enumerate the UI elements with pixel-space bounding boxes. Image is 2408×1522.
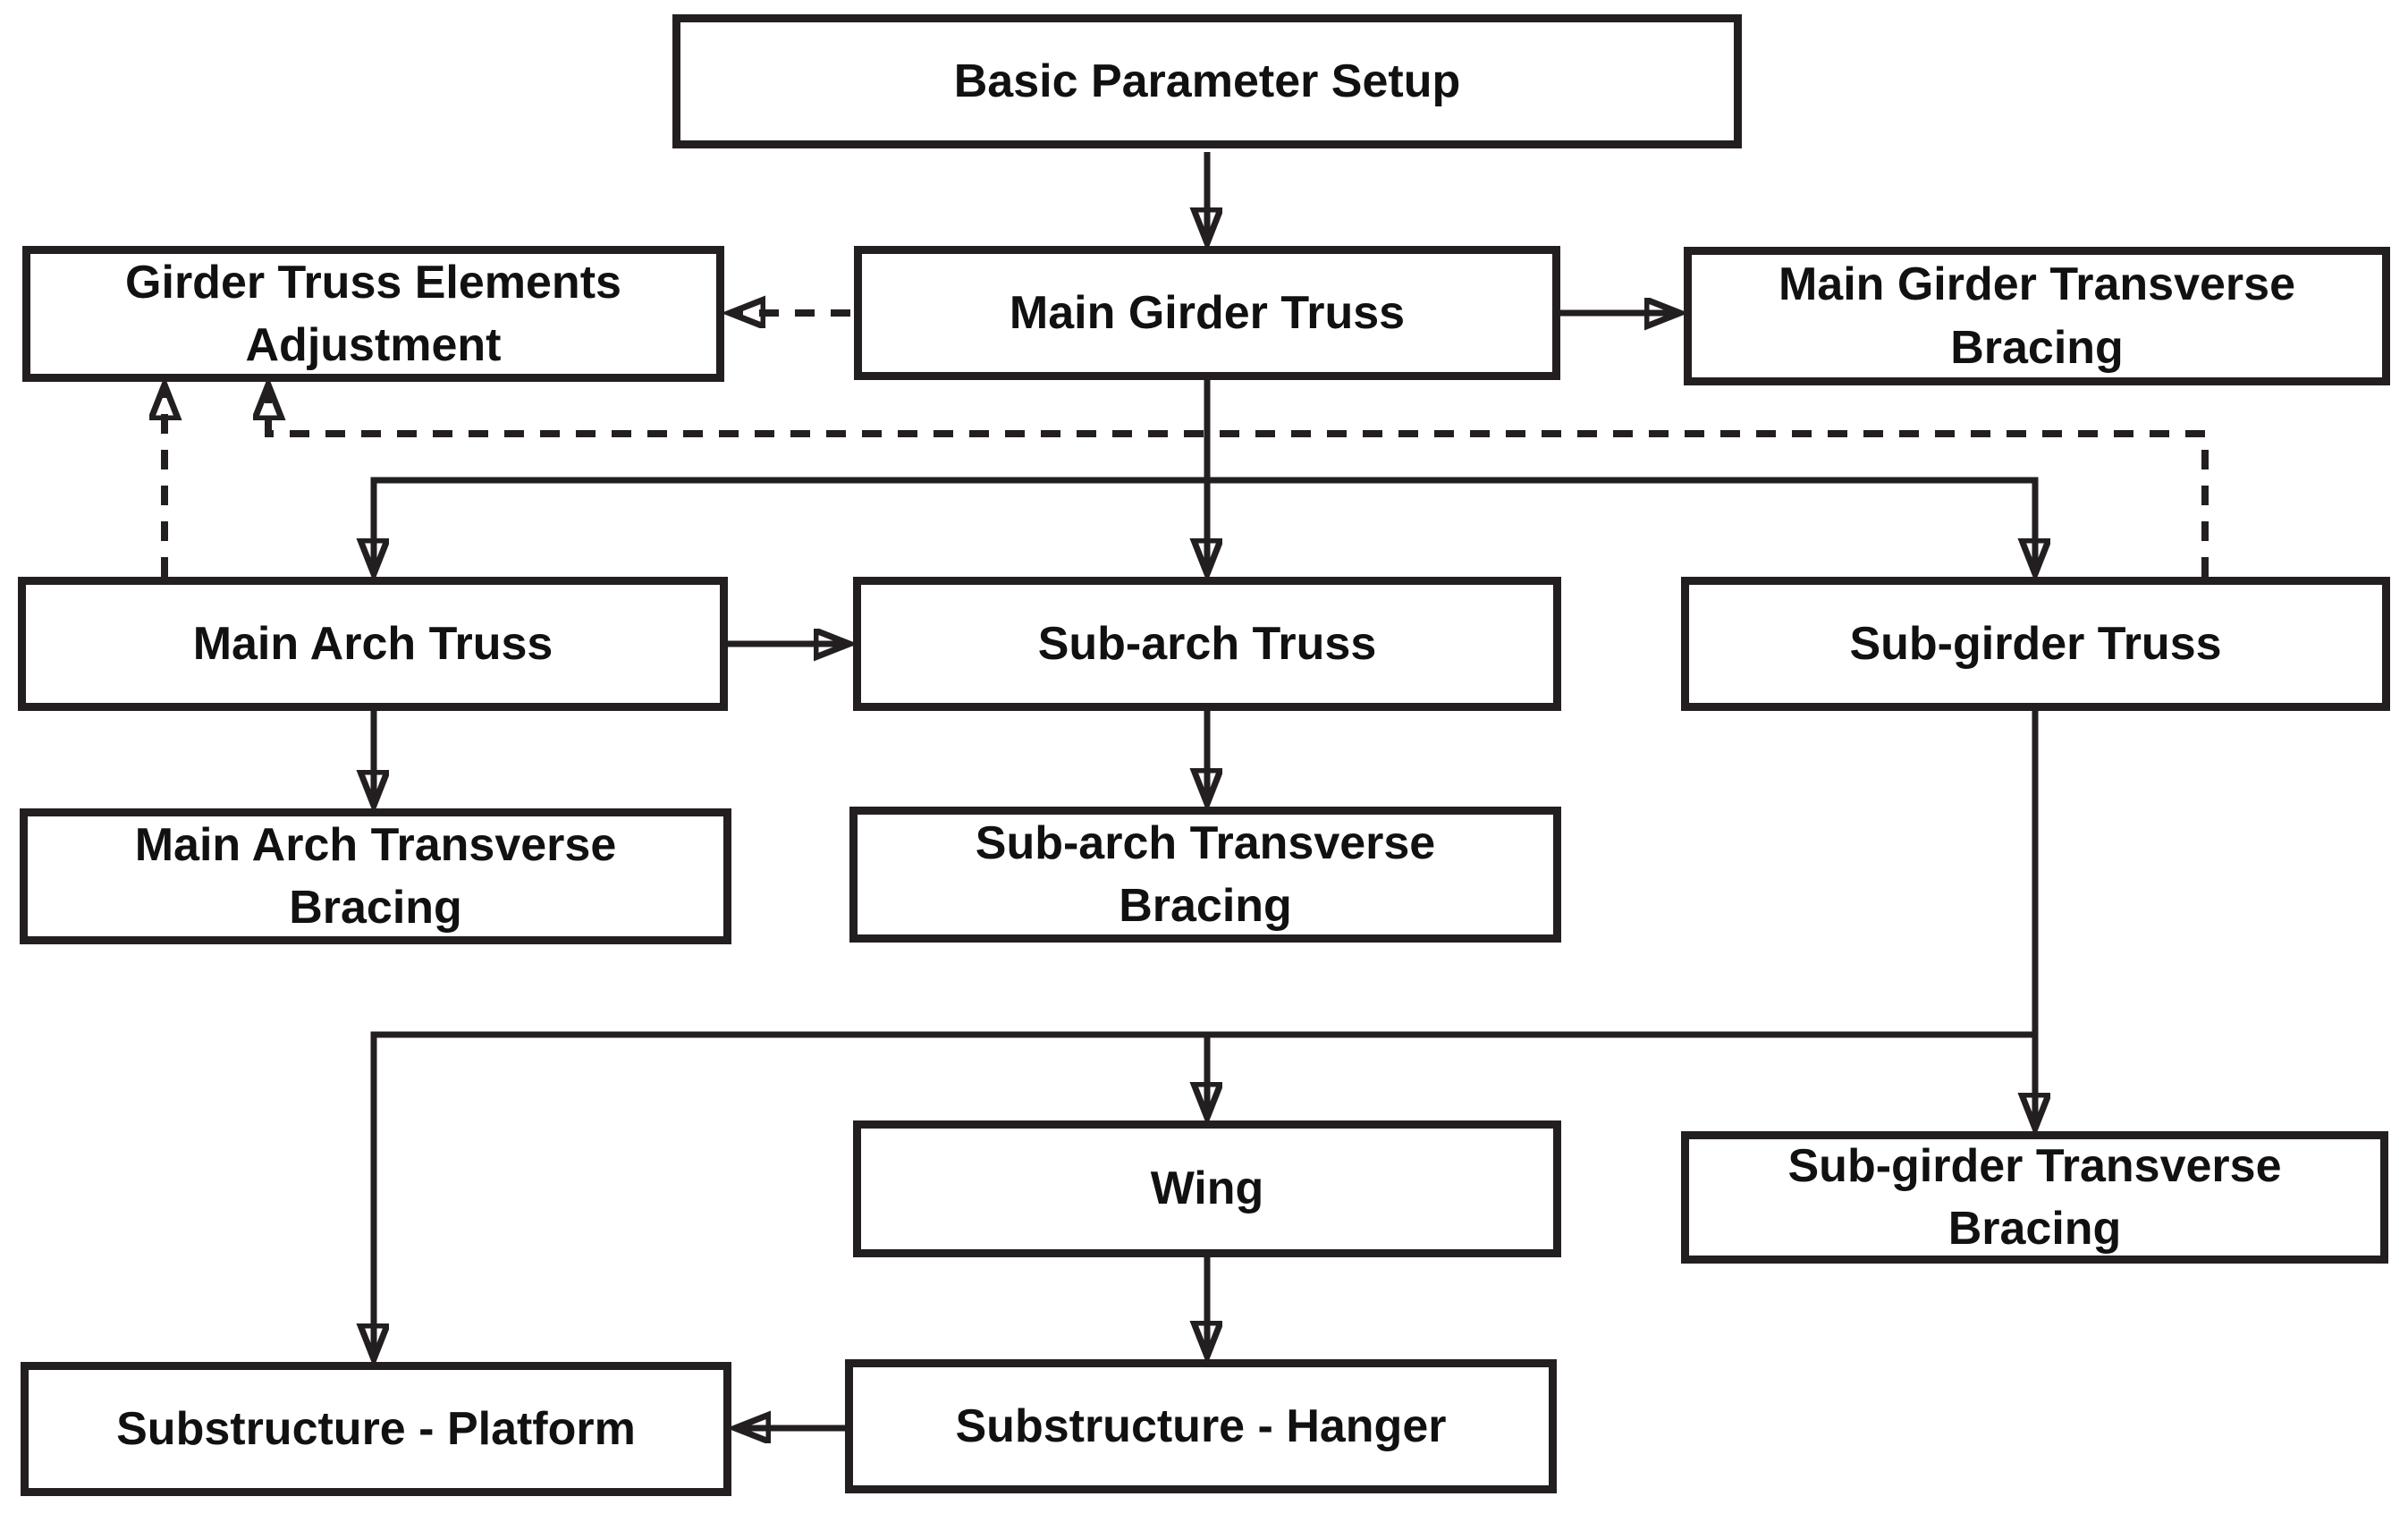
node-girder-truss-elements-adjustment: Girder Truss Elements Adjustment: [22, 246, 724, 382]
node-main-girder-truss: Main Girder Truss: [854, 246, 1560, 380]
node-basic-parameter-setup: Basic Parameter Setup: [672, 14, 1742, 148]
node-sub-girder-transverse-bracing: Sub-girder Transverse Bracing: [1681, 1131, 2388, 1264]
node-main-girder-transverse-bracing: Main Girder Transverse Bracing: [1684, 247, 2390, 385]
edge-main-girder-to-main-arch: [374, 477, 1207, 572]
edge-sub-girder-to-substructure-platform: [374, 1031, 2035, 1357]
node-main-arch-transverse-bracing: Main Arch Transverse Bracing: [20, 808, 731, 944]
node-sub-girder-truss: Sub-girder Truss: [1681, 577, 2390, 711]
edge-sub-girder-to-girder-adjustment-dashed: [268, 386, 2209, 577]
node-substructure-hanger: Substructure - Hanger: [845, 1359, 1557, 1493]
node-substructure-platform: Substructure - Platform: [21, 1362, 731, 1496]
node-wing: Wing: [853, 1120, 1561, 1257]
node-sub-arch-truss: Sub-arch Truss: [853, 577, 1561, 711]
node-sub-arch-transverse-bracing: Sub-arch Transverse Bracing: [849, 807, 1561, 943]
node-main-arch-truss: Main Arch Truss: [18, 577, 728, 711]
edge-main-girder-to-sub-girder: [1207, 477, 2035, 572]
